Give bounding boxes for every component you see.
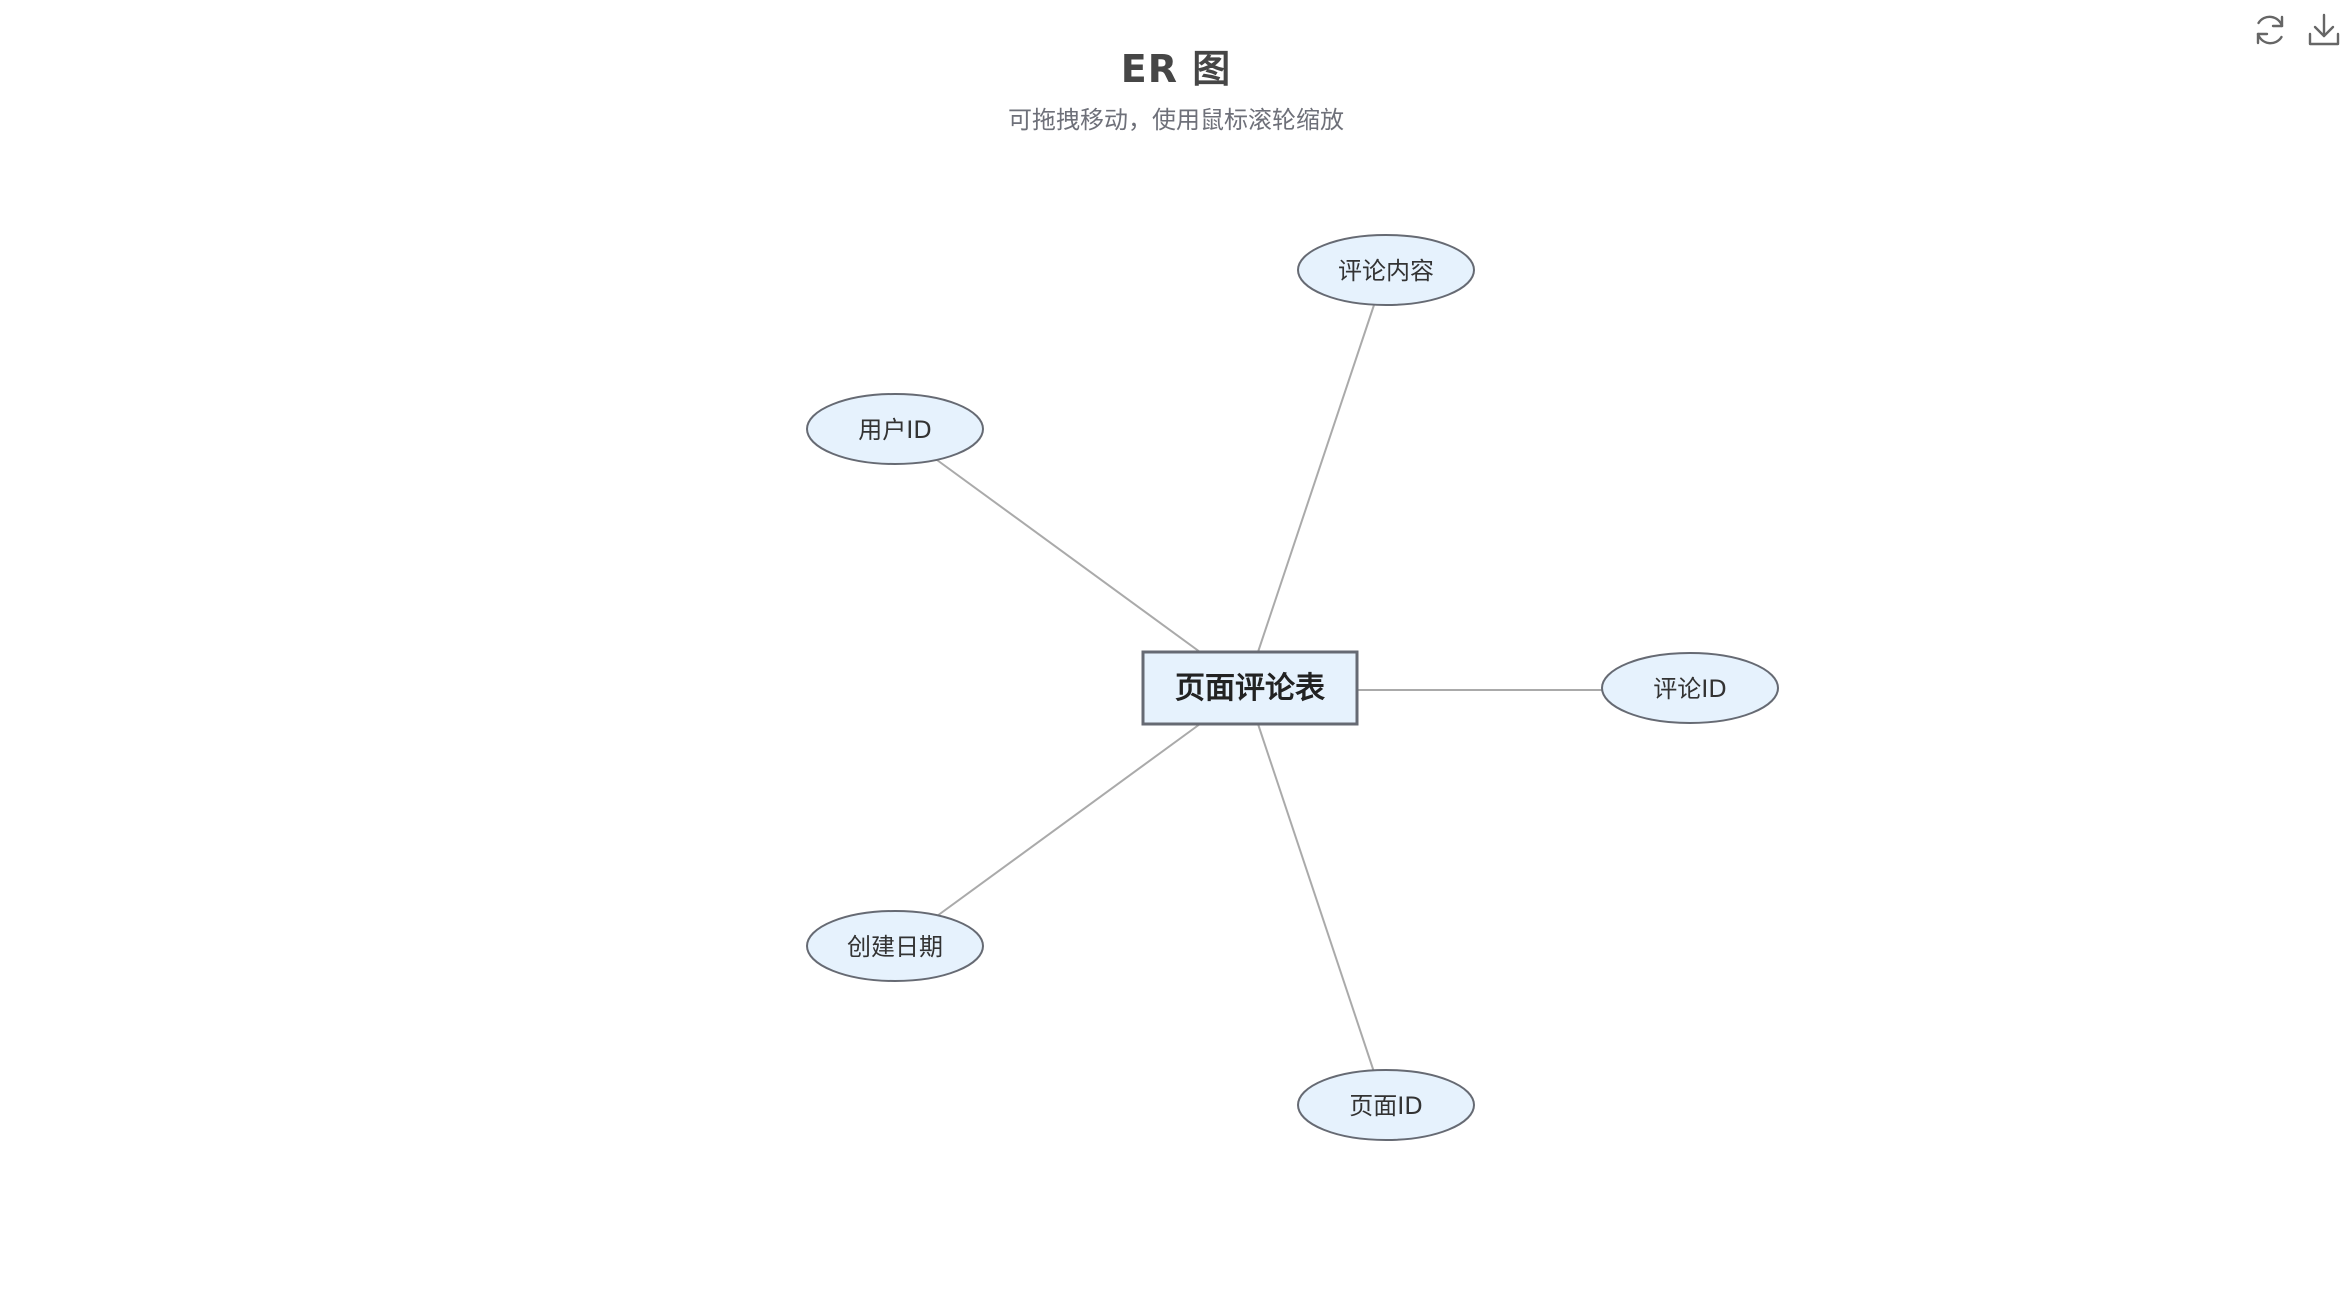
chart-title: ER 图 [1120,47,1232,91]
attribute-label: 评论内容 [1338,257,1434,285]
edge-page-id [1257,723,1375,1073]
edge-create-date [936,723,1201,917]
restore-button[interactable] [2250,10,2290,50]
attribute-label: 用户ID [858,416,932,444]
refresh-icon [2256,15,2284,45]
attribute-node-user-id[interactable]: 用户ID [806,393,984,465]
edge-user-id [936,459,1201,653]
chart-subtitle: 可拖拽移动，使用鼠标滚轮缩放 [1008,106,1344,134]
toolbox [2250,10,2344,50]
attribute-node-create-date[interactable]: 创建日期 [806,910,984,982]
attribute-label: 页面ID [1349,1092,1423,1120]
attribute-node-page-id[interactable]: 页面ID [1297,1069,1475,1141]
edges-layer [936,304,1602,1073]
edge-comment-content [1257,304,1375,653]
attribute-label: 创建日期 [847,933,943,961]
save-as-image-button[interactable] [2304,10,2344,50]
entity-node-page-comment-table[interactable]: 页面评论表 [1141,650,1359,726]
entity-label: 页面评论表 [1175,671,1325,706]
attribute-node-comment-content[interactable]: 评论内容 [1297,234,1475,306]
nodes-layer: 评论内容 用户ID 评论ID 创建日期 页面ID 页面评论表 [806,234,1779,1141]
download-icon [2308,13,2340,46]
attribute-label: 评论ID [1653,675,1727,703]
attribute-node-comment-id[interactable]: 评论ID [1601,652,1779,724]
